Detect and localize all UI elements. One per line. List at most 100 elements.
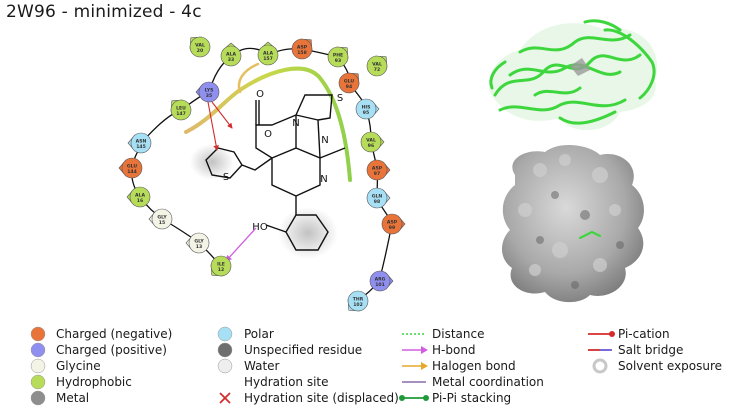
residue-number: 101 bbox=[375, 282, 385, 288]
figure-title: 2W96 - minimized - 4c bbox=[6, 2, 202, 22]
legend-label: Solvent exposure bbox=[618, 359, 722, 373]
atom-o1: O bbox=[256, 89, 264, 100]
residue-number: 13 bbox=[196, 244, 202, 250]
legend-label: Unspecified residue bbox=[244, 343, 362, 357]
residue-name: ILE bbox=[217, 262, 225, 268]
residue-number: 98 bbox=[374, 199, 380, 205]
residue-name: ARG bbox=[375, 277, 386, 283]
solvent-line-icon bbox=[592, 358, 608, 374]
residue-number: 157 bbox=[263, 56, 273, 62]
pication-line-lys35 bbox=[211, 101, 233, 129]
charged-positive-swatch-icon bbox=[30, 342, 46, 358]
ligand-atom-labels: O O S N N N S HO bbox=[223, 89, 343, 233]
molecular-surface-render bbox=[502, 144, 644, 303]
hydration-displaced-icon bbox=[219, 392, 231, 404]
residue-name: PHE bbox=[333, 53, 343, 59]
residue-number: 96 bbox=[368, 143, 374, 149]
hbond-line-icon bbox=[402, 346, 428, 354]
residue-number: 20 bbox=[197, 48, 203, 54]
polar-swatch-icon bbox=[217, 326, 233, 342]
residue-name: ALA bbox=[135, 193, 145, 199]
residue-name: ALA bbox=[263, 51, 273, 57]
ligand bbox=[205, 94, 346, 251]
residue-number: 33 bbox=[228, 57, 234, 63]
residue-name: VAL bbox=[366, 138, 376, 144]
residue-number: 93 bbox=[335, 58, 341, 64]
residue-name: GLU bbox=[344, 79, 355, 85]
metal-swatch-icon bbox=[30, 390, 46, 406]
residue-number: 94 bbox=[346, 84, 352, 90]
atom-ho: HO bbox=[252, 222, 268, 233]
residue-number: 147 bbox=[176, 111, 186, 117]
pipi-line-icon bbox=[399, 395, 429, 401]
residue-number: 72 bbox=[374, 67, 380, 73]
residue-name: LYS bbox=[205, 88, 214, 94]
legend-label: H-bond bbox=[432, 343, 476, 357]
residue-number: 95 bbox=[363, 110, 369, 116]
legend-label: Charged (negative) bbox=[56, 327, 172, 341]
legend-label: Metal coordination bbox=[432, 375, 544, 389]
pocket-contour bbox=[184, 62, 352, 182]
legend-label: Charged (positive) bbox=[56, 343, 167, 357]
legend-label: Distance bbox=[432, 327, 484, 341]
residue-number: 145 bbox=[136, 144, 146, 150]
residue-name: ASP bbox=[372, 166, 383, 172]
solvent-exposure-thiophene bbox=[190, 144, 234, 180]
legend-label: Pi-cation bbox=[618, 327, 670, 341]
legend-label: Glycine bbox=[56, 359, 101, 373]
residue-number: 16 bbox=[137, 198, 143, 204]
halogen-line-icon bbox=[402, 362, 428, 370]
water-swatch-icon bbox=[217, 358, 233, 374]
atom-n1: N bbox=[292, 118, 299, 129]
residue-name: GLY bbox=[157, 215, 167, 221]
residue-name: LEU bbox=[176, 106, 186, 112]
glycine-swatch-icon bbox=[30, 358, 46, 374]
atom-s1: S bbox=[337, 93, 343, 104]
residue-name: ASP bbox=[297, 45, 308, 51]
residue-name: ASP bbox=[387, 220, 398, 226]
pication-line-icon bbox=[588, 331, 615, 337]
legend-residue-types: Charged (negative) Charged (positive) Glyc… bbox=[30, 326, 172, 406]
legend-label: Pi-Pi stacking bbox=[432, 391, 511, 405]
residue-name: GLN bbox=[372, 194, 383, 200]
residue-number: 102 bbox=[353, 302, 363, 308]
legend-label: Hydrophobic bbox=[56, 375, 132, 389]
atom-n2: N bbox=[321, 135, 328, 146]
residue-name: GLU bbox=[127, 164, 138, 170]
residue-number: 144 bbox=[127, 169, 137, 175]
residue-name: VAL bbox=[372, 62, 382, 68]
hydrophobic-swatch-icon bbox=[30, 374, 46, 390]
residue-name: HIS bbox=[362, 105, 371, 111]
legend-label: Polar bbox=[244, 327, 274, 341]
residue-number: 99 bbox=[389, 225, 395, 231]
residue-name: ALA bbox=[226, 52, 236, 58]
pication-line-lys35-b bbox=[207, 101, 219, 151]
residue-number: 35 bbox=[206, 93, 212, 99]
residue-name: VAL bbox=[195, 43, 205, 49]
atom-s2: S bbox=[223, 172, 229, 183]
